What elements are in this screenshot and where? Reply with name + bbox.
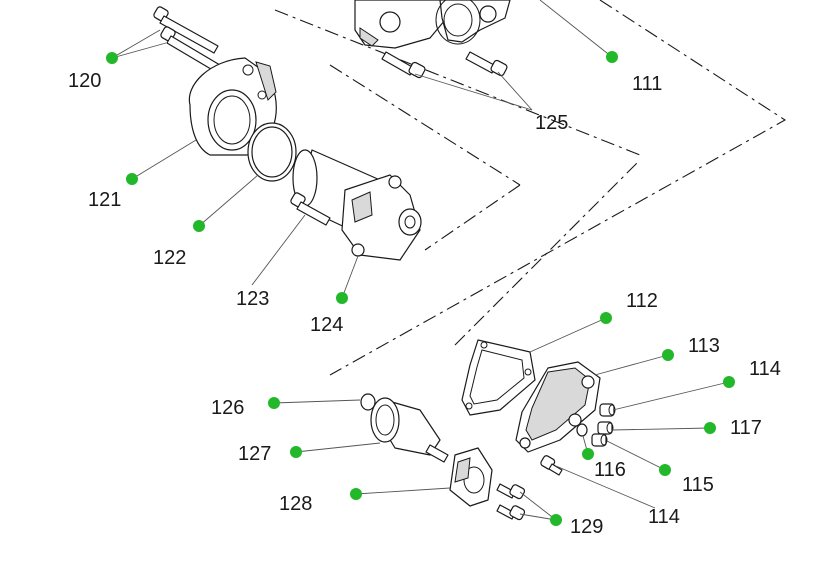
bracket-128 xyxy=(449,447,493,507)
drive-127 xyxy=(370,397,449,463)
oring-122 xyxy=(247,122,297,182)
callout-116[interactable]: 116 xyxy=(582,448,626,481)
callout-label: 129 xyxy=(570,516,603,538)
callout-127[interactable]: 127 xyxy=(238,443,302,465)
screw-114a xyxy=(599,403,616,417)
assembly-boundary-lines xyxy=(274,0,787,376)
gasket-112 xyxy=(461,339,536,416)
callout-122[interactable]: 122 xyxy=(153,220,205,269)
callout-label: 116 xyxy=(594,459,626,481)
callout-label: 121 xyxy=(88,189,121,211)
callout-label: 113 xyxy=(688,335,720,357)
starter-motor-124 xyxy=(292,149,422,261)
callout-111[interactable]: 111 xyxy=(606,51,662,95)
callout-114-lower: 114 xyxy=(648,506,680,528)
callout-129[interactable]: 129 xyxy=(550,514,603,538)
callout-126[interactable]: 126 xyxy=(211,397,280,419)
callout-113[interactable]: 113 xyxy=(662,335,720,361)
screw-125b xyxy=(465,51,508,77)
screw-129a xyxy=(496,483,526,500)
screw-114b xyxy=(540,455,563,476)
bushing-126 xyxy=(360,393,376,411)
flange-121 xyxy=(188,57,277,156)
bolt-120a xyxy=(153,6,219,54)
callout-label: 114 xyxy=(648,506,680,528)
callout-label: 126 xyxy=(211,397,244,419)
screw-115 xyxy=(591,433,608,447)
cover-113 xyxy=(515,361,601,453)
screw-117 xyxy=(597,421,614,435)
callout-label: 122 xyxy=(153,247,186,269)
callout-label: 114 xyxy=(749,358,781,380)
screw-129b xyxy=(496,504,526,521)
bolt-120b xyxy=(160,26,226,76)
callout-label: 112 xyxy=(626,290,658,312)
callout-label: 124 xyxy=(310,314,343,336)
callout-label: 111 xyxy=(632,73,662,95)
callout-label: 127 xyxy=(238,443,271,465)
callout-112[interactable]: 112 xyxy=(600,290,658,324)
callout-115[interactable]: 115 xyxy=(659,464,714,496)
callout-128[interactable]: 128 xyxy=(279,488,362,515)
leader-lines xyxy=(111,0,730,521)
callout-label: 120 xyxy=(68,70,101,92)
callout-label: 125 xyxy=(535,112,568,134)
callout-label: 123 xyxy=(236,288,269,310)
callout-125: 125 xyxy=(535,112,568,134)
callout-label: 128 xyxy=(279,493,312,515)
washer-116 xyxy=(576,423,588,437)
callout-120[interactable]: 120 xyxy=(68,52,118,92)
callout-121[interactable]: 121 xyxy=(88,173,138,211)
starter-housing-top xyxy=(354,0,511,49)
callout-label: 115 xyxy=(682,474,714,496)
screw-125a xyxy=(381,51,426,79)
callout-117[interactable]: 117 xyxy=(704,417,762,439)
callout-124[interactable]: 124 xyxy=(310,292,348,336)
callout-label: 117 xyxy=(730,417,762,439)
callout-123: 123 xyxy=(236,288,269,310)
callout-114-upper[interactable]: 114 xyxy=(723,358,781,388)
screw-123 xyxy=(290,192,331,226)
